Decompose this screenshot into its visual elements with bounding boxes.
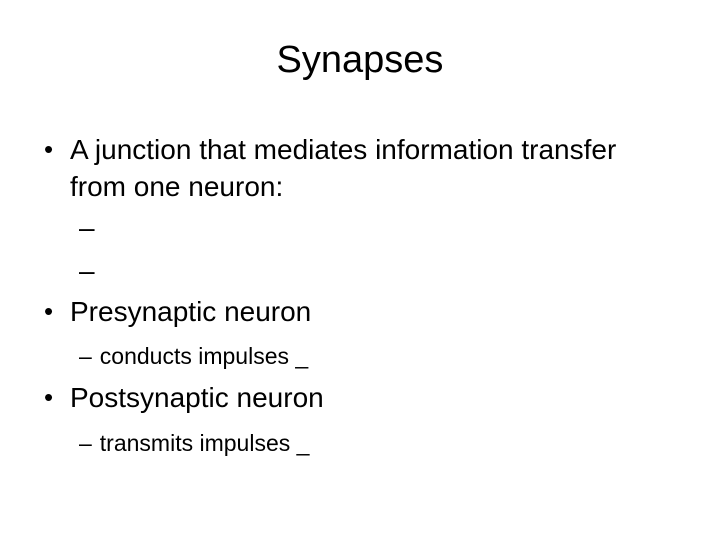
sub-bullet-item: –transmits impulses _ xyxy=(79,428,309,458)
sub-bullet-text: conducts impulses _ xyxy=(99,343,309,369)
dash-icon: – xyxy=(79,212,95,243)
bullet-item: • Postsynaptic neuron xyxy=(44,379,324,416)
dash-icon: – xyxy=(79,255,95,286)
bullet-icon: • xyxy=(44,382,54,412)
bullet-icon: • xyxy=(44,134,54,164)
sub-bullet-text: transmits impulses _ xyxy=(99,430,310,456)
bullet-text: A junction that mediates information tra… xyxy=(70,131,616,205)
dash-icon: – xyxy=(79,343,92,369)
slide-title: Synapses xyxy=(276,39,444,81)
bullet-icon: • xyxy=(44,296,54,326)
bullet-item: • A junction that mediates information tr… xyxy=(44,131,616,205)
bullet-text-line: from one neuron: xyxy=(70,171,284,202)
sub-bullet-item: – xyxy=(79,252,95,289)
sub-bullet-item: – xyxy=(79,209,95,246)
dash-icon: – xyxy=(79,430,92,456)
bullet-text-line: A junction that mediates information tra… xyxy=(70,134,617,165)
bullet-item: • Presynaptic neuron xyxy=(44,293,311,330)
bullet-text: Postsynaptic neuron xyxy=(70,382,324,413)
sub-bullet-item: –conducts impulses _ xyxy=(79,341,308,371)
bullet-text: Presynaptic neuron xyxy=(70,296,312,327)
